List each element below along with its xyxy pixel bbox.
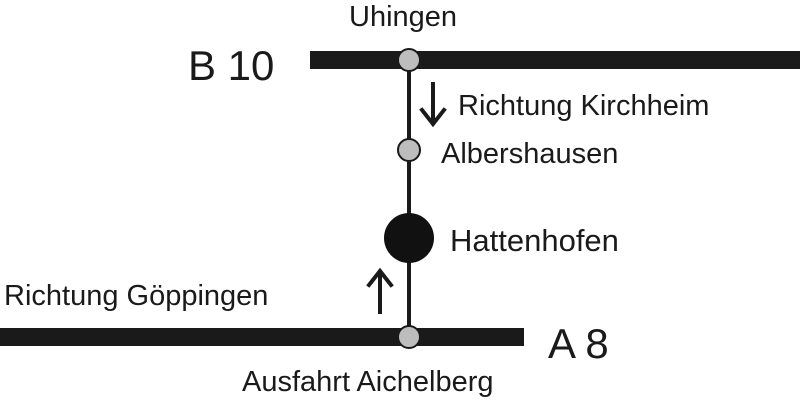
- a8-label: A 8: [548, 320, 609, 367]
- uhingen-label: Uhingen: [349, 1, 457, 33]
- richtung-kirchheim-label: Richtung Kirchheim: [458, 90, 709, 122]
- b10-road-line: [310, 51, 800, 69]
- hattenhofen-node: [384, 213, 434, 263]
- hattenhofen-label: Hattenhofen: [450, 223, 619, 258]
- arrow-down-icon: [419, 82, 447, 128]
- albershausen-label: Albershausen: [441, 138, 618, 170]
- albershausen-node: [397, 138, 421, 162]
- b10-label: B 10: [188, 42, 274, 89]
- a8-road-line: [0, 328, 524, 346]
- richtung-goeppingen-label: Richtung Göppingen: [4, 280, 268, 312]
- uhingen-node: [397, 48, 421, 72]
- ausfahrt-label: Ausfahrt Aichelberg: [242, 366, 493, 398]
- aichelberg-node: [397, 325, 421, 349]
- arrow-up-icon: [366, 267, 394, 314]
